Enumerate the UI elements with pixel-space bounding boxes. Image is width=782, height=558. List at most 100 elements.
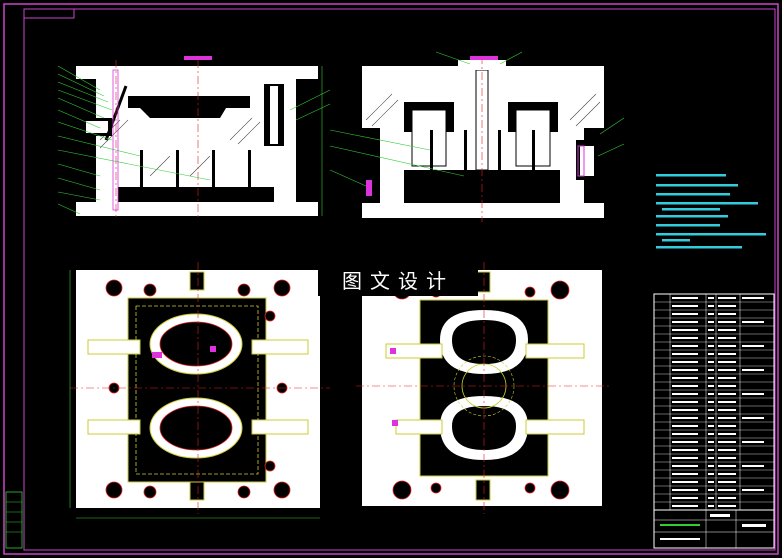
table-cell-text <box>718 305 736 307</box>
table-cell-text <box>718 441 736 443</box>
slider-left-lower <box>395 419 443 435</box>
table-cell-text <box>672 481 698 483</box>
bottom-clamp-plate <box>76 202 318 216</box>
table-cell-text <box>718 385 736 387</box>
table-cell-text <box>672 329 698 331</box>
section-label <box>470 56 498 60</box>
table-cell-text <box>718 337 736 339</box>
highlight-marker <box>112 69 119 211</box>
table-cell-text <box>742 489 764 491</box>
core-plate <box>96 149 296 177</box>
table-cell-text <box>718 449 736 451</box>
table-cell-text <box>718 321 736 323</box>
table-cell-text <box>718 297 736 299</box>
return-pin <box>475 271 491 293</box>
sprue-ring <box>453 355 515 417</box>
table-cell-text <box>672 393 698 395</box>
table-cell-text <box>708 441 714 443</box>
table-cell-text <box>672 449 698 451</box>
slider-right-upper <box>525 343 585 359</box>
table-cell-text <box>708 425 714 427</box>
top-clamp-plate <box>76 66 318 79</box>
table-cell-text <box>672 457 698 459</box>
table-cell-text <box>708 481 714 483</box>
plan-view-left <box>69 262 330 519</box>
highlight-marker <box>392 420 398 426</box>
locating-ring <box>458 60 506 70</box>
section-view-right <box>329 51 625 222</box>
highlight-marker <box>152 352 162 358</box>
table-cell-text <box>672 441 698 443</box>
table-cell-text <box>672 321 698 323</box>
table-cell-text <box>708 433 714 435</box>
ejector-pin <box>464 130 467 202</box>
sprue-core <box>270 86 278 144</box>
slider-right-upper <box>251 339 309 355</box>
ejector-space <box>118 187 274 202</box>
table-cell-text <box>718 481 736 483</box>
table-cell-text <box>672 409 698 411</box>
table-cell-text <box>708 305 714 307</box>
table-cell-text <box>672 377 698 379</box>
ejector-pin <box>430 130 433 202</box>
spacer-block-left <box>96 187 118 202</box>
highlight-marker <box>210 346 216 352</box>
ejector-pin <box>532 130 535 202</box>
table-cell-text <box>742 441 764 443</box>
highlight-marker <box>390 348 396 354</box>
table-cell-text <box>672 361 698 363</box>
table-cell-text <box>708 449 714 451</box>
ejector-pin <box>498 130 501 202</box>
table-cell-text <box>718 369 736 371</box>
table-cell-text <box>742 345 764 347</box>
section-label <box>184 56 212 60</box>
cavity-frame-hidden <box>135 305 259 475</box>
ejector-pin <box>140 150 143 202</box>
table-cell-text <box>708 393 714 395</box>
ejector-pin <box>248 150 251 202</box>
part-inner-upper <box>159 321 233 367</box>
watermark-text: 图文设计 <box>318 266 478 296</box>
table-cell-text <box>708 417 714 419</box>
spacer-block-left <box>380 170 404 203</box>
table-cell-text <box>718 433 736 435</box>
title-block <box>653 509 775 549</box>
ejector-pin <box>212 150 215 202</box>
table-cell-text <box>708 321 714 323</box>
table-cell-text <box>672 505 698 507</box>
table-cell-text <box>672 425 698 427</box>
slider-left-lower <box>87 419 141 435</box>
table-cell-text <box>718 313 736 315</box>
table-cell-text <box>718 473 736 475</box>
table-cell-text <box>672 465 698 467</box>
table-cell-text <box>672 489 698 491</box>
table-cell-text <box>718 393 736 395</box>
table-cell-text <box>672 369 698 371</box>
slider-right-lower <box>525 419 585 435</box>
section-view-left <box>57 56 331 220</box>
table-cell-text <box>708 497 714 499</box>
highlight-marker <box>577 145 585 177</box>
table-cell-text <box>718 497 736 499</box>
table-cell-text <box>718 353 736 355</box>
corner-tag <box>23 8 75 19</box>
table-cell-text <box>708 377 714 379</box>
table-cell-text <box>742 417 764 419</box>
table-cell-text <box>718 345 736 347</box>
table-cell-text <box>708 465 714 467</box>
table-cell-text <box>708 505 714 507</box>
table-cell-text <box>708 457 714 459</box>
slider-right-lower <box>251 419 309 435</box>
table-cell-text <box>708 409 714 411</box>
table-cell-text <box>742 369 764 371</box>
table-cell-text <box>742 393 764 395</box>
table-cell-text <box>718 361 736 363</box>
table-cell-text <box>718 489 736 491</box>
table-cell-text <box>718 401 736 403</box>
table-cell-text <box>742 465 764 467</box>
table-cell-text <box>718 425 736 427</box>
slider-left-upper <box>87 339 141 355</box>
plan-view-right <box>356 262 610 514</box>
